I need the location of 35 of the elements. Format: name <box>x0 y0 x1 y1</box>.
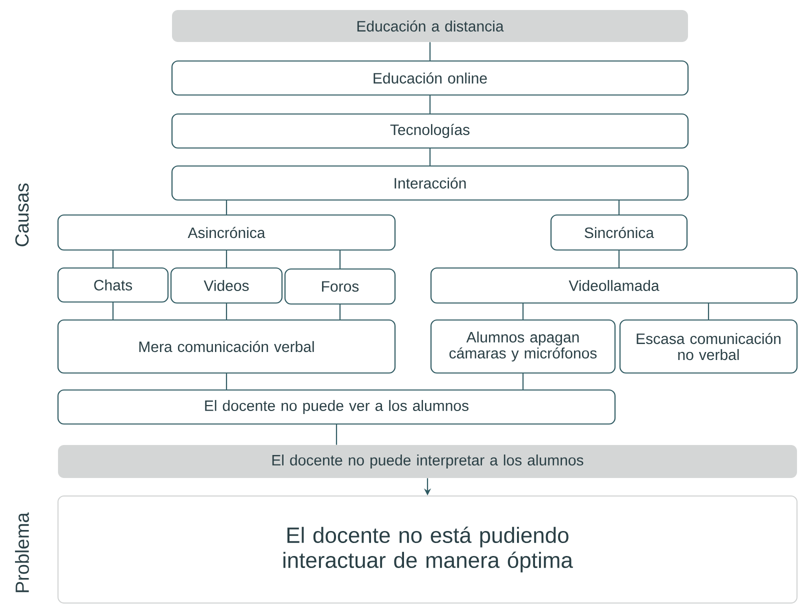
connector <box>429 148 431 166</box>
connector <box>429 42 431 60</box>
connector <box>708 304 710 320</box>
connector <box>339 250 341 268</box>
connector <box>226 374 228 390</box>
process-box: Sincrónica <box>550 214 688 251</box>
heading-band: El docente no puede interpretar a los alumnos <box>58 445 798 478</box>
process-box: Tecnologías <box>171 113 689 149</box>
connector <box>112 302 114 320</box>
process-box: El docente no puede ver a los alumnos <box>57 389 616 425</box>
process-box: Chats <box>57 267 169 303</box>
process-box: Videollamada <box>430 267 798 304</box>
connector <box>226 250 228 268</box>
process-box: Mera comunicación verbal <box>57 319 396 374</box>
connector <box>226 304 228 320</box>
process-box: Videos <box>170 267 283 304</box>
connector <box>112 250 114 268</box>
connector <box>522 374 524 390</box>
connector <box>618 250 620 268</box>
side-label: Problema <box>15 512 29 592</box>
connector <box>339 304 341 320</box>
connector <box>226 200 228 214</box>
process-box: Educación online <box>171 60 689 96</box>
problem-box: El docente no está pudiendo interactuar de manera óptima <box>58 496 798 604</box>
process-box: Foros <box>284 268 396 305</box>
connector <box>522 304 524 320</box>
process-box: Escasa comunicación no verbal <box>619 319 798 374</box>
process-box: Asincrónica <box>57 214 396 251</box>
process-box: Interacción <box>171 165 689 201</box>
connector <box>429 96 431 114</box>
heading-band: Educación a distancia <box>172 10 688 42</box>
side-label: Causas <box>15 183 29 246</box>
connector <box>618 200 620 214</box>
process-box: Alumnos apagan cámaras y micrófonos <box>430 319 616 374</box>
connector <box>336 424 338 445</box>
